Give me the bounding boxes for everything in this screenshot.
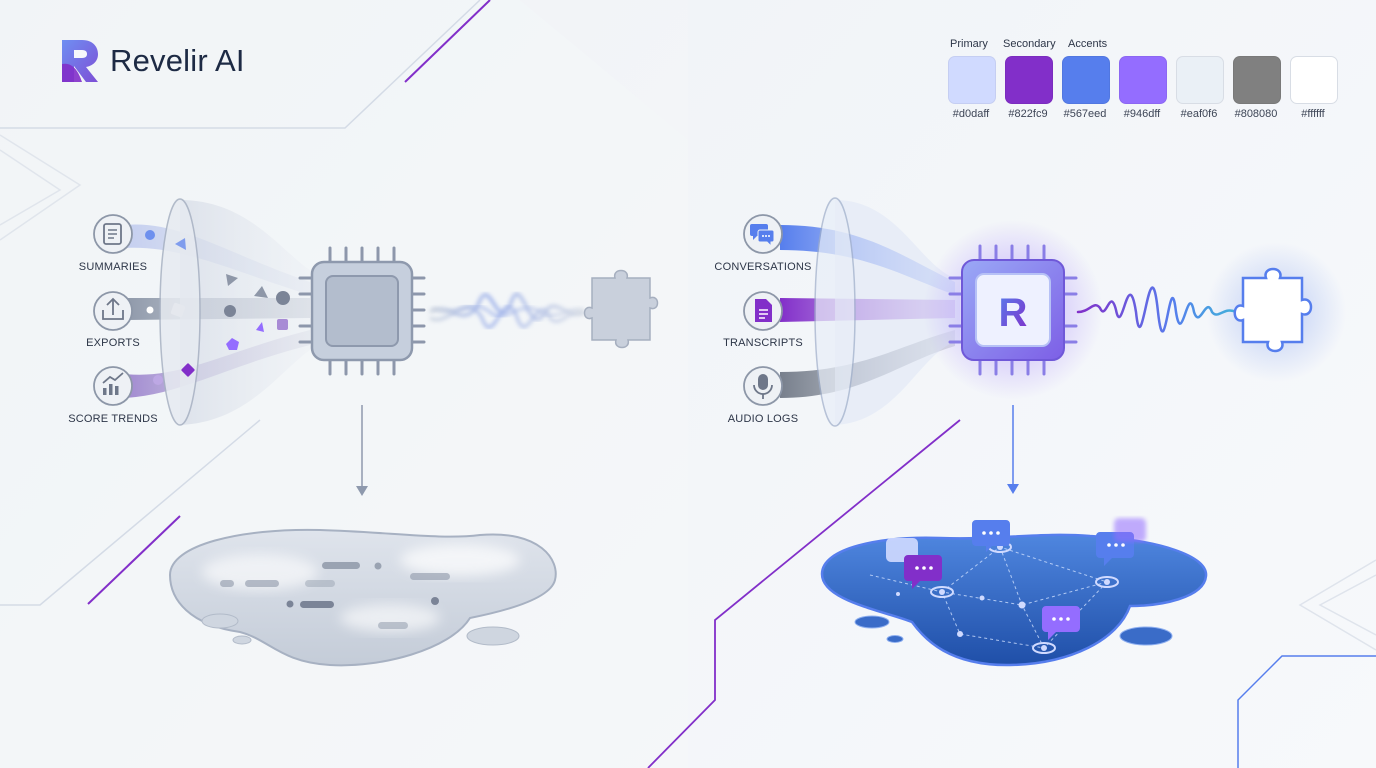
trend-chart-icon [93, 366, 133, 406]
source-label-transcripts: TRANSCRIPTS [723, 337, 803, 349]
revelir-down-arrow [1007, 405, 1019, 494]
color-swatch-hex: #567eed [1063, 108, 1107, 120]
legacy-cpu-chip [298, 246, 426, 376]
color-swatch [1290, 56, 1338, 104]
color-swatch [1119, 56, 1167, 104]
revelir-funnel [814, 197, 960, 427]
transcript-file-icon [743, 291, 783, 331]
fragmented-puzzle-icon [583, 269, 659, 349]
color-swatch [948, 56, 996, 104]
source-label-exports: EXPORTS [86, 337, 140, 349]
color-swatch [1233, 56, 1281, 104]
color-swatch-hex: #eaf0f6 [1180, 108, 1218, 120]
document-icon [93, 214, 133, 254]
source-label-audio-logs: AUDIO LOGS [727, 413, 799, 425]
palette-group-accents: Accents [1068, 38, 1108, 50]
revelir-ai-chip: R [948, 244, 1078, 376]
revelir-logo-icon [62, 40, 98, 82]
color-swatch-hex: #ffffff [1301, 108, 1325, 120]
brand-logo: Revelir AI [60, 38, 245, 84]
unified-puzzle-icon [1233, 267, 1313, 353]
chip-logo-mark: R [999, 291, 1028, 335]
source-label-conversations: CONVERSATIONS [714, 261, 812, 273]
upload-icon [93, 291, 133, 331]
color-swatch-hex: #d0daff [952, 108, 990, 120]
palette-group-primary: Primary [950, 38, 988, 50]
microphone-icon [743, 366, 783, 406]
color-swatch [1176, 56, 1224, 104]
color-swatch [1062, 56, 1110, 104]
legacy-data-particles [145, 230, 290, 385]
color-swatch-hex: #946dff [1123, 108, 1161, 120]
legacy-noise-wave [429, 292, 585, 329]
color-swatch-hex: #822fc9 [1008, 108, 1048, 120]
color-palette: Primary Secondary Accents #d0daff #822fc9… [948, 38, 1348, 128]
organized-insight-lake [820, 518, 1208, 667]
source-label-score-trends: SCORE TRENDS [68, 413, 158, 425]
murky-data-lake [168, 528, 557, 667]
source-label-summaries: SUMMARIES [78, 261, 148, 273]
brand-name: Revelir AI [110, 43, 245, 78]
chat-bubbles-icon [743, 214, 783, 254]
color-swatch-hex: #808080 [1234, 108, 1278, 120]
insight-chat-bubbles [886, 518, 1146, 640]
palette-group-secondary: Secondary [1003, 38, 1056, 50]
color-swatch [1005, 56, 1053, 104]
legacy-down-arrow [356, 405, 368, 496]
clear-signal-wave [1076, 286, 1238, 333]
